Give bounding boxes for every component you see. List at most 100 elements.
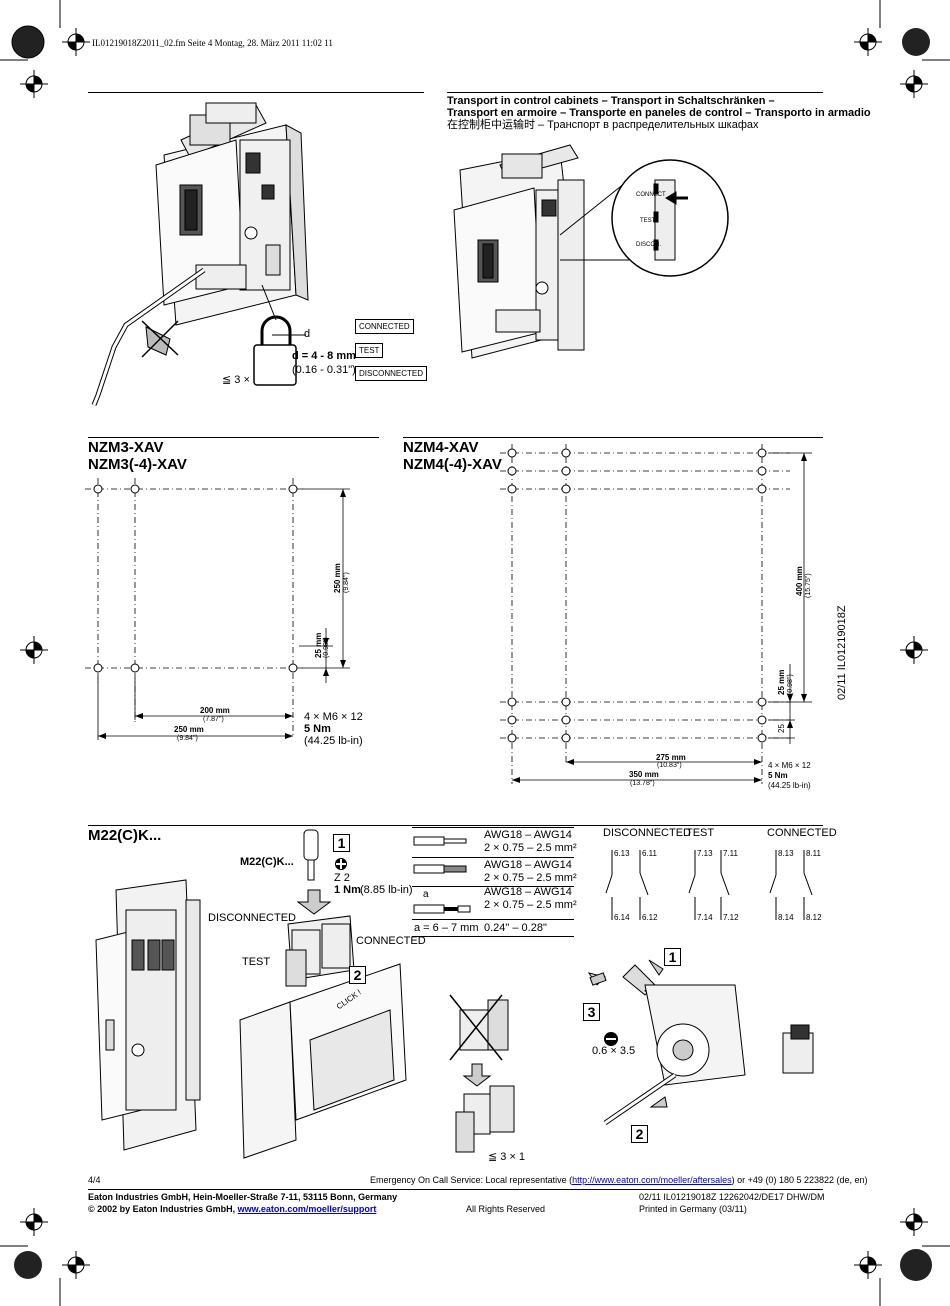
section-rule (88, 437, 379, 438)
panel-connect-label: CONNECT (636, 192, 666, 198)
wire-row3-awg: AWG18 – AWG14 (484, 886, 572, 898)
nzm3-title-1: NZM3-XAV (88, 439, 164, 456)
print-header: IL01219018Z2011_02.fm Seite 4 Montag, 28… (92, 38, 333, 48)
contacts-disconnected-heading: DISCONNECTED (603, 827, 692, 839)
m22-label: M22(C)K... (240, 856, 294, 868)
nzm3-width2-inch: (9.84") (177, 735, 198, 742)
nzm3-width1-inch: (7.87") (203, 716, 224, 723)
footer-rule (88, 1189, 823, 1190)
nzm4-title-2: NZM4(-4)-XAV (403, 456, 502, 473)
nzm4-width2-inch: (13.78") (630, 780, 655, 787)
wire-table-top (412, 827, 574, 828)
nzm4-spacing-mm: 25 mm (777, 669, 786, 695)
removal-count: ≦ 3 × 1 (488, 1151, 526, 1163)
contact-terminal: 8.14 (778, 913, 794, 922)
strip-length: a = 6 – 7 mm (414, 922, 479, 934)
section-rule (403, 437, 823, 438)
contact-terminal: 8.12 (806, 913, 822, 922)
strip-a-label: a (423, 889, 429, 900)
m22-test-label: TEST (242, 956, 271, 968)
emergency-service-phone: ) or +49 (0) 180 5 223822 (de, en) (731, 1175, 868, 1185)
wire-row1-mm: 2 × 0.75 – 2.5 mm² (484, 842, 577, 854)
contact-block-mounting-illustration (239, 889, 407, 1159)
step-1-badge: 1 (333, 834, 350, 852)
screwdriver-bit-icon (303, 829, 319, 881)
nzm4-spacing-inch: (0.98") (787, 674, 794, 695)
m22-connected-label: CONNECTED (356, 935, 426, 947)
wire-stripped-icon (413, 904, 471, 914)
support-link[interactable]: www.eaton.com/moeller/support (237, 1204, 377, 1214)
m22-title: M22(C)K... (88, 827, 162, 844)
terminal-release-illustration (587, 959, 814, 1126)
step-2-badge: 2 (349, 966, 366, 984)
nzm3-torque: 5 Nm (304, 723, 331, 735)
nzm4-spacing-short: 25 (777, 724, 786, 733)
contact-terminal: 8.13 (778, 849, 794, 858)
nzm4-screw-spec: 4 × M6 × 12 (768, 761, 811, 770)
wire-table-rule (412, 886, 574, 887)
contact-terminal: 7.13 (697, 849, 713, 858)
release-step-1-badge: 1 (664, 948, 681, 966)
nzm3-torque-inch: (44.25 lb-in) (304, 735, 363, 747)
printed-in: Printed in Germany (03/11) (639, 1204, 747, 1214)
nzm3-drilling-template (85, 478, 350, 740)
nzm3-spacing-inch: (0.98") (323, 637, 330, 658)
screwdriver-blade-size: 0.6 × 3.5 (592, 1045, 636, 1057)
nzm4-width2-mm: 350 mm (629, 770, 659, 779)
nzm4-height-mm: 400 mm (795, 566, 804, 596)
copyright: © 2002 by Eaton Industries GmbH, www.eat… (88, 1204, 376, 1214)
contact-terminal: 6.11 (642, 849, 657, 858)
wire-table-bottom (412, 936, 574, 937)
transport-unit-illustration (453, 144, 729, 359)
document-number: 02/11 IL01219018Z 12262042/DE17 DHW/DM (639, 1192, 825, 1202)
contacts-test-heading: TEST (686, 827, 715, 839)
contact-terminal: 7.11 (723, 849, 738, 858)
contact-terminal: 7.12 (723, 913, 739, 922)
nzm4-torque: 5 Nm (768, 771, 788, 780)
lock-d-label: d (304, 328, 311, 340)
m22-torque: 1 Nm (334, 884, 361, 896)
emergency-service: Emergency On Call Service: Local represe… (370, 1175, 868, 1185)
nzm4-drilling-template (500, 444, 812, 784)
position-disconnected-label: DISCONNECTED (355, 366, 428, 381)
emergency-service-text: Emergency On Call Service: Local represe… (370, 1175, 573, 1185)
transport-heading-2: Transport en armoire – Transporte en pan… (447, 107, 871, 119)
contact-block-removal-illustration (449, 994, 515, 1153)
nzm4-width1-inch: (10.83") (657, 762, 682, 769)
screwdriver-size: Z 2 (334, 872, 350, 884)
section-rule (447, 92, 823, 93)
section-rule (88, 825, 823, 826)
lock-shackle-dimension: d = 4 - 8 mm (292, 350, 356, 362)
position-connected-label: CONNECTED (355, 319, 414, 334)
contacts-connected-heading: CONNECTED (767, 827, 837, 839)
m22-unit-side-illustration (95, 879, 201, 1151)
pozidriv-icon (335, 858, 347, 870)
strip-length-inch: 0.24" – 0.28" (484, 922, 547, 934)
wire-row2-mm: 2 × 0.75 – 2.5 mm² (484, 872, 577, 884)
release-step-2-badge: 2 (631, 1125, 648, 1143)
section-rule (88, 92, 424, 93)
copyright-text: © 2002 by Eaton Industries GmbH, (88, 1204, 238, 1214)
wire-row3-mm: 2 × 0.75 – 2.5 mm² (484, 899, 577, 911)
nzm4-title-1: NZM4-XAV (403, 439, 479, 456)
m22-torque-inch: (8.85 lb-in) (360, 884, 413, 896)
company-address: Eaton Industries GmbH, Hein-Moeller-Stra… (88, 1192, 398, 1202)
lock-shackle-dimension-inch: (0.16 - 0.31") (292, 364, 356, 376)
position-test-label: TEST (355, 343, 384, 358)
aftersales-link[interactable]: http://www.eaton.com/moeller/aftersales (572, 1175, 732, 1185)
panel-discon-label: DISCON. (636, 242, 662, 248)
nzm4-width1-mm: 275 mm (656, 753, 686, 762)
nzm4-height-inch: (15.75") (805, 573, 812, 598)
nzm3-screw-spec: 4 × M6 × 12 (304, 711, 363, 723)
contact-terminal: 6.12 (642, 913, 658, 922)
nzm3-width1-mm: 200 mm (200, 706, 230, 715)
nzm3-height-mm: 250 mm (333, 563, 342, 593)
lock-count: ≦ 3 × (222, 374, 250, 386)
contact-terminal: 6.14 (614, 913, 630, 922)
wire-table-rule (412, 857, 574, 858)
side-document-code: 02/11 IL01219018Z (836, 605, 848, 700)
nzm3-width2-mm: 250 mm (174, 725, 204, 734)
contact-terminal: 6.13 (614, 849, 630, 858)
all-rights-reserved: All Rights Reserved (466, 1204, 546, 1214)
